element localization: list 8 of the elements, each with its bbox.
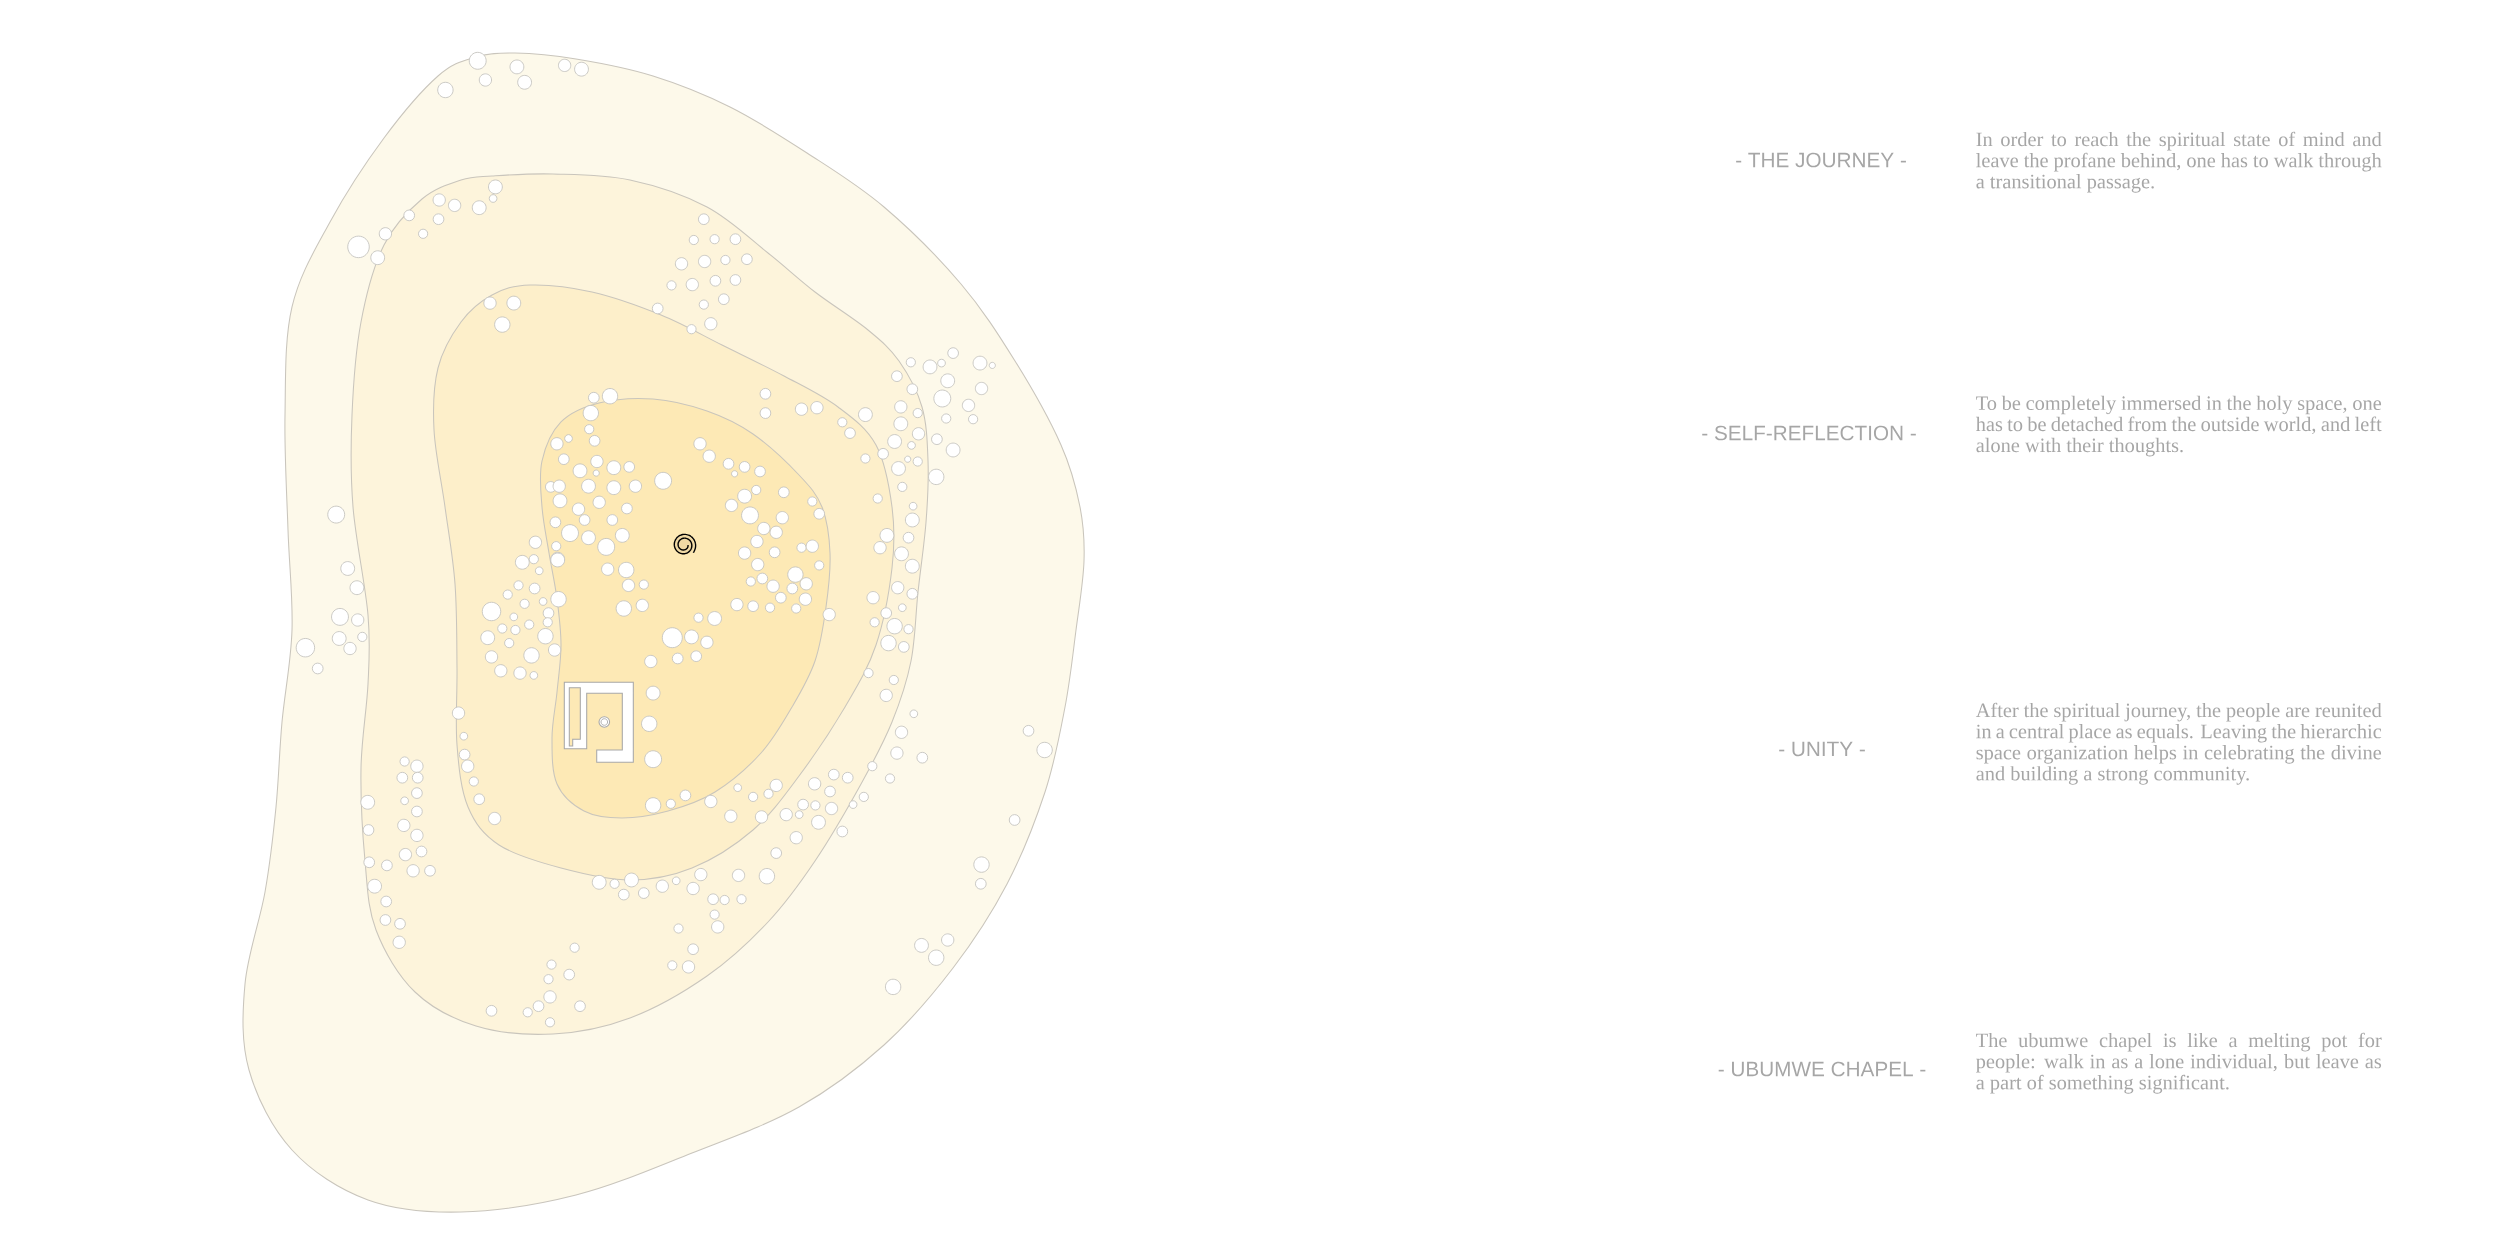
section-heading: - THE JOURNEY -: [1736, 152, 1906, 168]
section-heading: - UNITY -: [1779, 741, 1865, 757]
description-text: After the spiritual journey, the people are reunited in a central place as equals. Leaving the hierarchic space organization helps in celebrating the divine and building a strong community.: [1975, 702, 2382, 785]
description-text: In order to reach the spiritual state of mind and leave the profane behind, one has to walk through a transitional passage.: [1976, 131, 2382, 193]
section-heading: - UBUMWE CHAPEL -: [1718, 1061, 1926, 1077]
section-heading: - SELF-REFLECTION -: [1702, 425, 1916, 441]
description-text: The ubumwe chapel is like a melting pot for people: walk in as a lone individual, but leave as a part of something significant.: [1976, 1032, 2382, 1094]
description-text: To be completely immersed in the holy space, one has to be detached from the outside world, and left alone with their thoughts.: [1975, 395, 2382, 457]
